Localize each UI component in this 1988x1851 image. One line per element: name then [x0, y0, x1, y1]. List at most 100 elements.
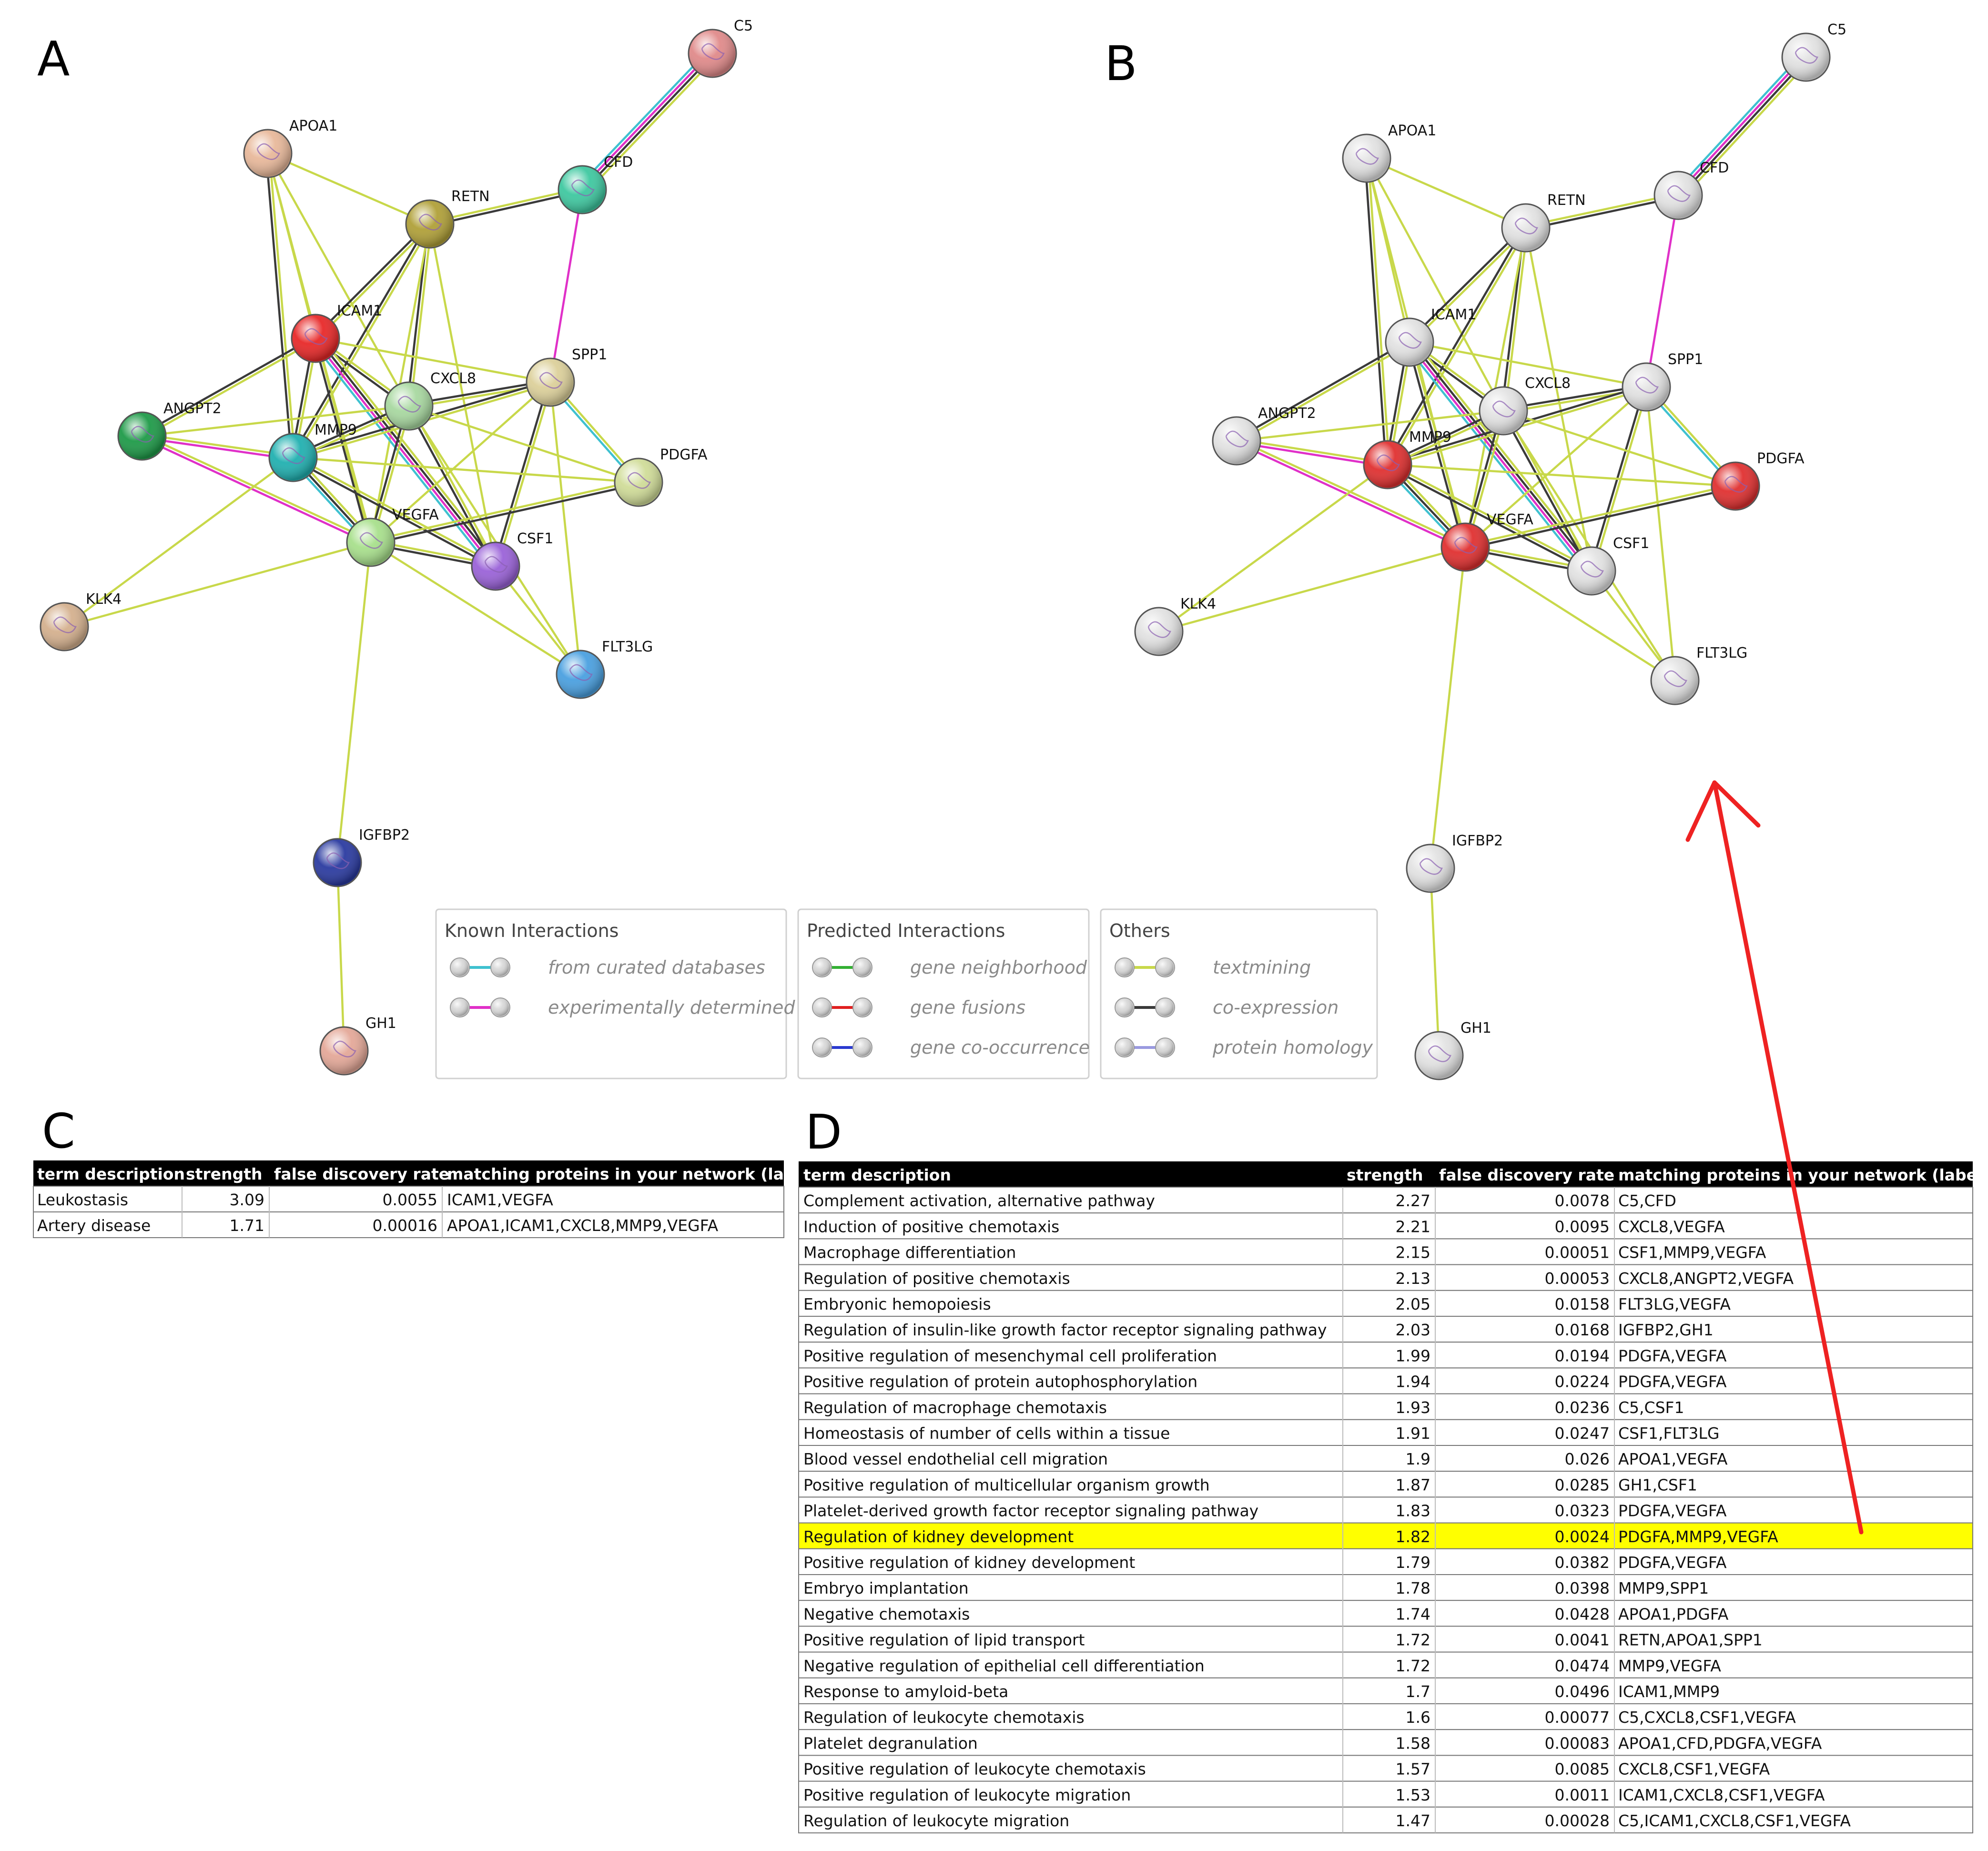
table-cell: Positive regulation of kidney developmen…	[803, 1553, 1135, 1572]
table-header-cell: strength	[186, 1165, 262, 1183]
node-label: GH1	[1461, 1020, 1491, 1037]
node-spp1[interactable]: SPP1	[526, 346, 607, 407]
node-cxcl8[interactable]: CXCL8	[1479, 375, 1571, 436]
table-cell: MMP9,VEGFA	[1618, 1657, 1721, 1675]
node-gloss	[1783, 34, 1829, 80]
node-spp1[interactable]: SPP1	[1622, 351, 1703, 412]
node-igfbp2[interactable]: IGFBP2	[1406, 833, 1503, 893]
node-flt3lg[interactable]: FLT3LG	[556, 639, 653, 699]
node-cfd[interactable]: CFD	[558, 154, 633, 214]
table-row-bg	[798, 1212, 1973, 1240]
table-cell: 0.00053	[1545, 1269, 1610, 1288]
table-cell: Positive regulation of mesenchymal cell …	[803, 1346, 1217, 1365]
legend-node-gloss	[1116, 999, 1133, 1016]
protein-structure-icon	[333, 1040, 356, 1058]
node-vegfa[interactable]: VEGFA	[346, 507, 439, 567]
edge-angpt2-mmp9-textmining	[1236, 438, 1389, 464]
table-cell: Positive regulation of protein autophosp…	[803, 1373, 1197, 1391]
table-cell: C5,CXCL8,CSF1,VEGFA	[1618, 1708, 1796, 1727]
table-cell: Positive regulation of lipid transport	[803, 1631, 1085, 1649]
legend-item-label: protein homology	[1212, 1037, 1373, 1058]
table-cell: RETN,APOA1,SPP1	[1618, 1631, 1763, 1649]
protein-structure-icon	[1454, 537, 1478, 554]
node-icam1[interactable]: ICAM1	[291, 303, 382, 363]
edge-cxcl8-csf1-coexpression	[1501, 410, 1592, 573]
table-cell: 1.6	[1406, 1708, 1430, 1727]
legend-item: gene fusions	[812, 997, 1025, 1018]
table-cell: 0.0496	[1555, 1682, 1610, 1701]
edge-retn-icam1-coexpression	[1407, 225, 1526, 342]
legend-item: experimentally determined	[450, 997, 795, 1018]
edge-angpt2-vegfa-textmining	[142, 433, 373, 542]
table-cell: C5,CFD	[1618, 1191, 1676, 1210]
table-cell: 0.0095	[1555, 1217, 1610, 1236]
edge-retn-icam1-textmining	[315, 224, 432, 341]
node-igfbp2[interactable]: IGFBP2	[313, 827, 410, 887]
node-pdgfa[interactable]: PDGFA	[614, 447, 708, 507]
table-row: Platelet-derived growth factor receptor …	[798, 1496, 1973, 1524]
edge-mmp9-klk4-textmining	[1157, 463, 1389, 633]
table-cell: 0.0024	[1555, 1527, 1610, 1546]
node-gloss	[1387, 319, 1432, 365]
node-cxcl8[interactable]: CXCL8	[384, 370, 476, 431]
node-gh1[interactable]: GH1	[1414, 1020, 1491, 1080]
table-row-bg	[798, 1187, 1973, 1214]
node-c5[interactable]: C5	[1781, 21, 1846, 82]
table-row: Homeostasis of number of cells within a …	[798, 1419, 1973, 1446]
node-c5[interactable]: C5	[688, 18, 753, 78]
table-row-bg	[798, 1496, 1973, 1524]
table-cell: Artery disease	[37, 1216, 151, 1235]
node-label: APOA1	[289, 118, 337, 134]
node-angpt2[interactable]: ANGPT2	[1212, 405, 1316, 466]
node-retn[interactable]: RETN	[405, 188, 490, 249]
edge-icam1-angpt2-textmining	[1236, 342, 1411, 444]
node-vegfa[interactable]: VEGFA	[1440, 511, 1533, 572]
node-mmp9[interactable]: MMP9	[1363, 429, 1451, 489]
table-row-bg	[33, 1211, 784, 1238]
node-pdgfa[interactable]: PDGFA	[1711, 450, 1805, 511]
table-cell: Platelet degranulation	[803, 1734, 978, 1752]
table-cell: 1.82	[1396, 1527, 1430, 1546]
node-apoa1[interactable]: APOA1	[1342, 122, 1436, 183]
table-cell: Regulation of insulin-like growth factor…	[803, 1321, 1327, 1339]
node-flt3lg[interactable]: FLT3LG	[1650, 645, 1747, 705]
node-angpt2[interactable]: ANGPT2	[117, 400, 222, 461]
protein-structure-icon	[1419, 858, 1443, 875]
node-klk4[interactable]: KLK4	[40, 591, 122, 651]
edge-retn-cfd-textmining	[428, 187, 583, 224]
node-apoa1[interactable]: APOA1	[243, 118, 337, 178]
node-label: CSF1	[517, 530, 553, 547]
edge-icam1-csf1-coexpression	[315, 336, 498, 567]
table-cell: 0.00016	[373, 1216, 437, 1235]
protein-structure-icon	[701, 43, 725, 60]
edge-vegfa-pdgfa-textmining	[369, 479, 639, 542]
table-cell: PDGFA,VEGFA	[1618, 1373, 1727, 1391]
node-cfd[interactable]: CFD	[1653, 160, 1729, 220]
node-label: SPP1	[572, 346, 607, 363]
table-cell: PDGFA,VEGFA	[1618, 1346, 1727, 1365]
node-gh1[interactable]: GH1	[319, 1015, 396, 1076]
table-cell: PDGFA,VEGFA	[1618, 1553, 1727, 1572]
node-label: MMP9	[1409, 429, 1451, 446]
table-row-bg	[798, 1548, 1973, 1576]
table-cell: 0.0078	[1555, 1191, 1610, 1210]
table-cell: 0.0194	[1555, 1346, 1610, 1365]
node-klk4[interactable]: KLK4	[1134, 596, 1216, 656]
node-icam1[interactable]: ICAM1	[1385, 306, 1476, 367]
table-cell: Regulation of leukocyte migration	[803, 1811, 1069, 1830]
node-retn[interactable]: RETN	[1501, 192, 1586, 253]
table-cell: 0.0247	[1555, 1424, 1610, 1443]
node-csf1[interactable]: CSF1	[471, 530, 553, 591]
node-csf1[interactable]: CSF1	[1567, 535, 1649, 596]
edge-mmp9-csf1-coexpression	[1386, 465, 1592, 574]
protein-structure-icon	[1398, 332, 1422, 349]
node-mmp9[interactable]: MMP9	[268, 422, 357, 482]
edge-vegfa-igfbp2-textmining	[336, 541, 372, 864]
